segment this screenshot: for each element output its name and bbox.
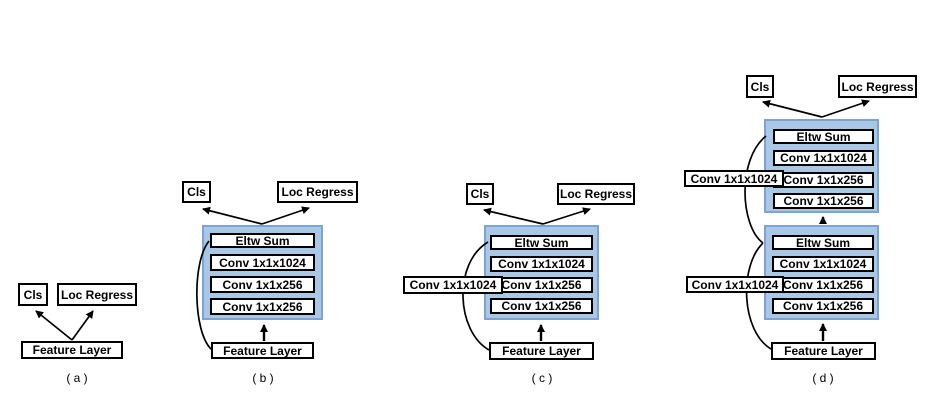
arrow-to-loc-regress	[821, 99, 870, 118]
arrow-to-loc-regress	[71, 310, 94, 341]
cls-box: Cls	[466, 183, 494, 205]
cls-box: Cls	[182, 181, 211, 203]
skip-conv-1x1x1024-box: Conv 1x1x1024	[684, 170, 784, 187]
skip-connection-curve-lower	[745, 242, 772, 350]
feature-layer-box: Feature Layer	[771, 342, 876, 360]
eltw-sum-box: Eltw Sum	[210, 233, 315, 248]
conv-1x1x256-box: Conv 1x1x256	[772, 298, 874, 314]
conv-1x1x256-box: Conv 1x1x256	[772, 277, 874, 293]
conv-1x1x256-box: Conv 1x1x256	[210, 276, 315, 293]
loc-regress-box: Loc Regress	[57, 283, 137, 306]
conv-1x1x1024-box: Conv 1x1x1024	[772, 256, 874, 272]
loc-regress-box: Loc Regress	[557, 183, 635, 205]
conv-1x1x256-box: Conv 1x1x256	[773, 193, 874, 209]
arrow-to-cls	[762, 99, 823, 118]
loc-regress-box: Loc Regress	[277, 181, 358, 203]
conv-1x1x256-box: Conv 1x1x256	[210, 298, 315, 315]
eltw-sum-box: Eltw Sum	[773, 129, 874, 144]
arrow-to-loc-regress	[542, 207, 591, 225]
conv-1x1x1024-box: Conv 1x1x1024	[773, 150, 874, 166]
caption-b: ( b )	[252, 371, 274, 385]
conv-1x1x1024-box: Conv 1x1x1024	[490, 256, 593, 272]
caption-c: ( c )	[531, 371, 553, 385]
skip-connection-curve	[196, 240, 212, 350]
conv-1x1x256-box: Conv 1x1x256	[773, 172, 874, 188]
arrow-to-loc-regress	[261, 206, 310, 225]
eltw-sum-box: Eltw Sum	[772, 235, 874, 250]
arrow-to-cls	[35, 310, 73, 341]
feature-layer-box: Feature Layer	[489, 342, 594, 360]
skip-connection-curve	[462, 241, 490, 351]
arrow-to-cls	[202, 206, 263, 225]
cls-box: Cls	[746, 75, 774, 98]
caption-a: ( a )	[66, 371, 88, 385]
eltw-sum-box: Eltw Sum	[490, 235, 593, 250]
skip-conv-1x1x1024-box: Conv 1x1x1024	[403, 276, 503, 294]
feature-layer-box: Feature Layer	[21, 341, 123, 359]
cls-box: Cls	[18, 283, 48, 306]
conv-1x1x256-box: Conv 1x1x256	[490, 277, 593, 293]
skip-connection-curve-upper	[744, 135, 767, 244]
conv-1x1x256-box: Conv 1x1x256	[490, 298, 593, 314]
feature-layer-box: Feature Layer	[211, 342, 314, 359]
arrow-to-cls	[483, 207, 544, 225]
conv-1x1x1024-box: Conv 1x1x1024	[210, 254, 315, 271]
loc-regress-box: Loc Regress	[838, 75, 917, 98]
caption-d: ( d )	[812, 371, 834, 385]
skip-conv-1x1x1024-box: Conv 1x1x1024	[686, 276, 784, 293]
